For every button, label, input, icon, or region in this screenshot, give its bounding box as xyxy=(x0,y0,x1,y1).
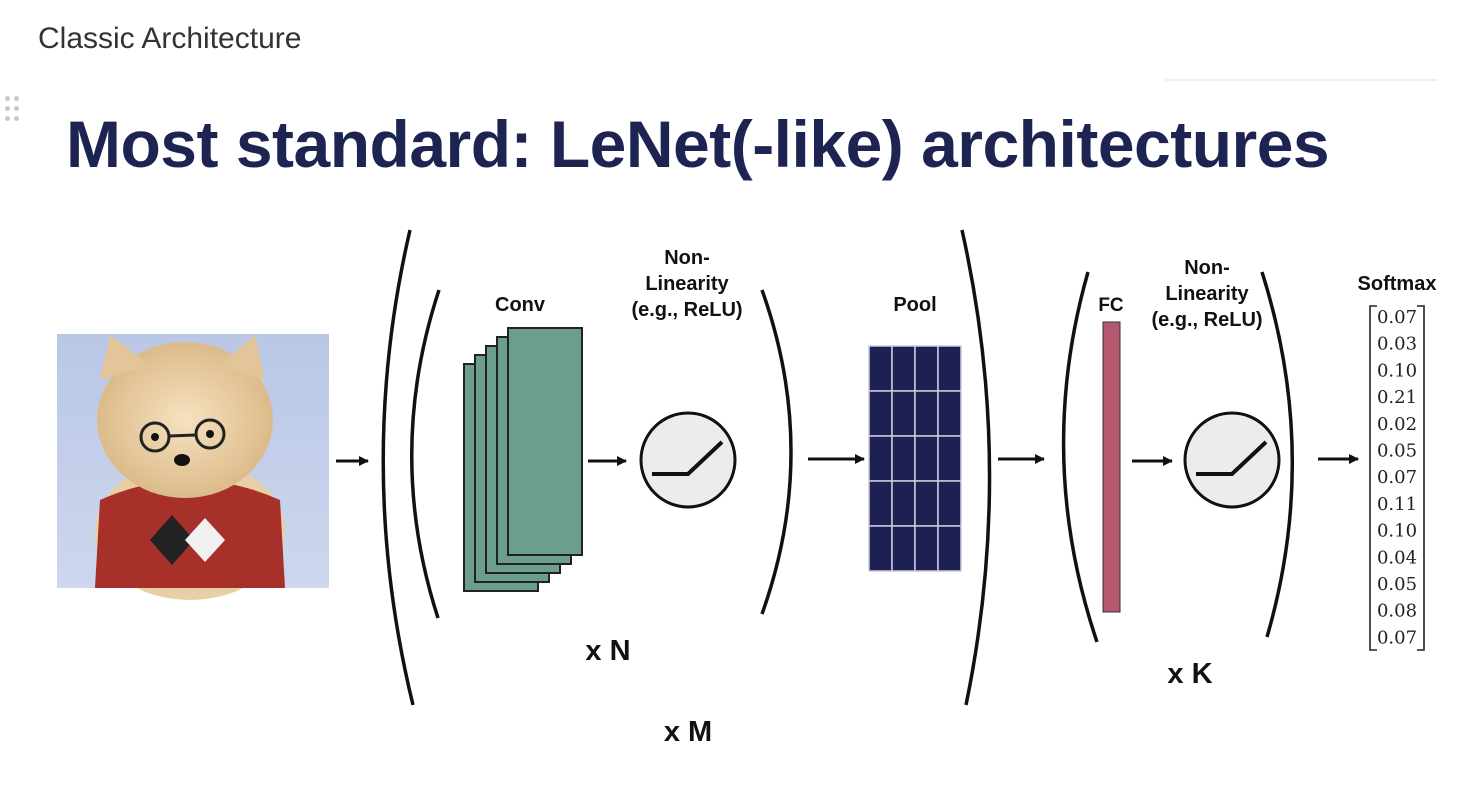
pool-cell xyxy=(891,435,916,482)
softmax-value: 0.08 xyxy=(1377,601,1417,622)
softmax-value: 0.10 xyxy=(1377,360,1417,381)
nonlinearity-label-line2: Linearity xyxy=(645,273,729,295)
softmax-value: 0.07 xyxy=(1377,467,1417,488)
softmax-value: 0.05 xyxy=(1377,574,1417,595)
pool-grid xyxy=(868,345,962,572)
pool-cell xyxy=(937,480,962,527)
nonlinearity-label-line1: Non- xyxy=(1184,257,1230,279)
pool-cell xyxy=(868,480,893,527)
conv-feature-map xyxy=(507,327,583,556)
relu-icon xyxy=(639,411,737,509)
pool-cell xyxy=(868,525,893,572)
repeat-m-label: x M xyxy=(664,716,712,748)
bracket-n-left xyxy=(410,289,441,619)
bracket-m-left xyxy=(381,229,415,706)
pool-cell xyxy=(914,345,939,392)
nonlinearity-label-line3: (e.g., ReLU) xyxy=(1151,309,1262,331)
bracket-k-left xyxy=(1061,271,1099,643)
nonlinearity-label-line1: Non- xyxy=(664,247,710,269)
pool-cell xyxy=(937,525,962,572)
softmax-value: 0.07 xyxy=(1377,627,1417,648)
pool-cell xyxy=(891,525,916,572)
softmax-value: 0.04 xyxy=(1377,547,1417,568)
pool-cell xyxy=(914,390,939,437)
repeat-n-label: x N xyxy=(585,635,630,667)
softmax-vector: 0.07 0.03 0.10 0.21 0.02 0.05 0.07 0.11 0.10 0.04… xyxy=(1369,305,1425,651)
pool-cell xyxy=(868,345,893,392)
softmax-value: 0.10 xyxy=(1377,521,1417,542)
nonlinearity-label-line3: (e.g., ReLU) xyxy=(631,299,742,321)
nonlinearity-label-line2: Linearity xyxy=(1165,283,1249,305)
softmax-value: 0.11 xyxy=(1377,494,1417,515)
softmax-label: Softmax xyxy=(1358,273,1437,295)
pool-cell xyxy=(937,390,962,437)
bracket-n-right xyxy=(760,289,793,615)
pool-cell xyxy=(868,390,893,437)
pool-cell xyxy=(891,390,916,437)
fc-layer-bar xyxy=(1102,321,1121,613)
softmax-value: 0.05 xyxy=(1377,441,1417,462)
page-title: Classic Architecture xyxy=(38,22,302,55)
pool-label: Pool xyxy=(893,294,936,316)
softmax-value: 0.07 xyxy=(1377,307,1417,328)
divider xyxy=(1165,79,1437,81)
pool-cell xyxy=(914,435,939,482)
pool-cell xyxy=(937,435,962,482)
slide-title: Most standard: LeNet(-like) architecture… xyxy=(66,107,1330,181)
softmax-value: 0.21 xyxy=(1377,387,1417,408)
repeat-k-label: x K xyxy=(1167,658,1212,690)
relu-icon xyxy=(1183,411,1281,509)
pool-cell xyxy=(914,525,939,572)
bracket-k-right xyxy=(1260,271,1294,638)
input-image-dog xyxy=(57,334,329,600)
conv-label: Conv xyxy=(495,294,546,316)
fc-label: FC xyxy=(1098,295,1124,316)
pool-cell xyxy=(891,480,916,527)
pool-cell xyxy=(937,345,962,392)
pool-cell xyxy=(868,435,893,482)
conv-layer-stack xyxy=(463,327,583,592)
softmax-value: 0.03 xyxy=(1377,334,1417,355)
drag-handle-icon[interactable] xyxy=(3,96,23,126)
pool-cell xyxy=(914,480,939,527)
bracket-m-right xyxy=(960,229,992,706)
pool-cell xyxy=(891,345,916,392)
softmax-value: 0.02 xyxy=(1377,414,1417,435)
